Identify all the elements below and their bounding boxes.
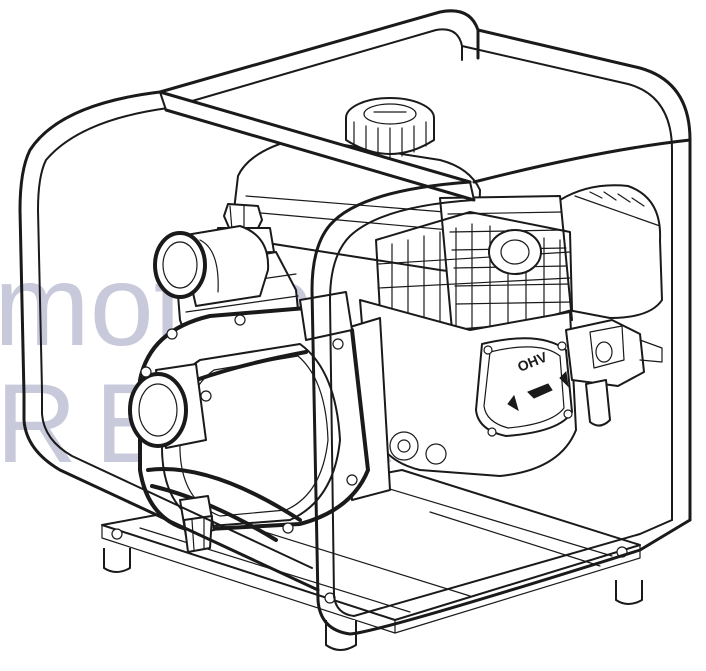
suction-port: [128, 363, 207, 449]
valve-cover: OHV: [475, 337, 573, 437]
frame-front-rails: [22, 90, 692, 636]
pump-body: [128, 203, 370, 553]
discharge-port: [153, 225, 270, 307]
fuel-cap: [345, 97, 435, 158]
frame-rear-rails: [18, 9, 692, 522]
